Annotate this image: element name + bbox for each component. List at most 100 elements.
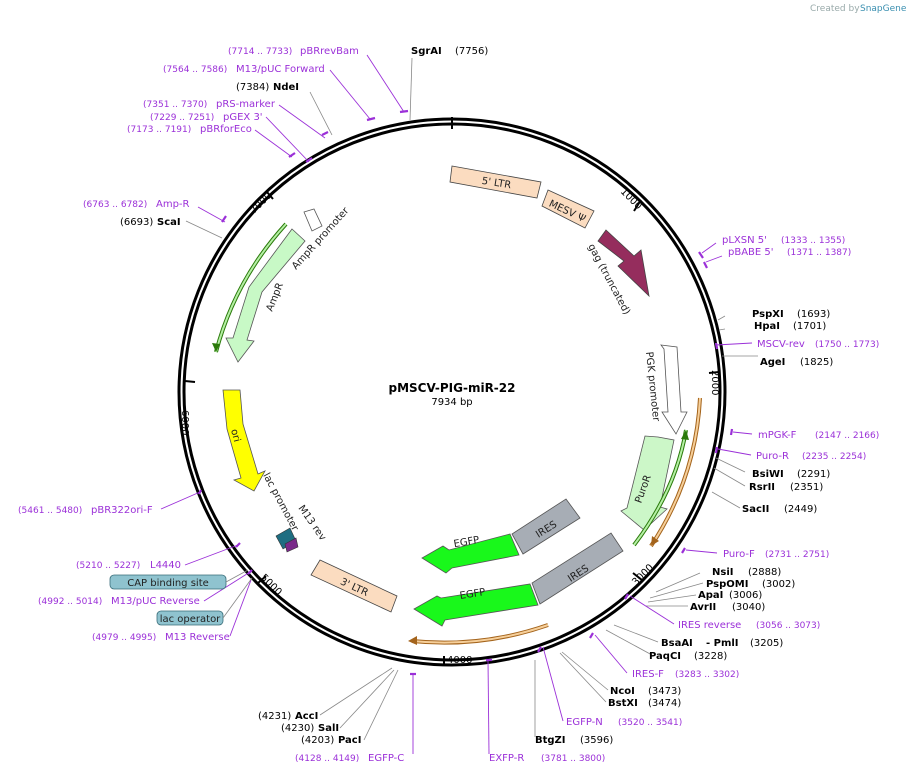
enzyme-apai[interactable]: ApaI (3006) [698,590,762,601]
enzyme-ncoi-name: NcoI [610,686,635,697]
primer-m13puc-reverse-pos: (4992 .. 5014) [38,597,102,607]
enzyme-agei[interactable]: AgeI (1825) [760,357,833,368]
primer-ires-reverse-name: IRES reverse [678,620,741,631]
primer-m13puc-reverse-name: M13/pUC Reverse [111,596,200,607]
enzyme-avrii-name: AvrII [690,602,716,613]
tick-2000: 2000 [709,370,720,395]
enzyme-bsaai-pmli[interactable]: BsaAI - PmlI (3205) [661,638,783,649]
primer-pbr322ori-f[interactable]: (5461 .. 5480) pBR322ori-F [18,505,153,516]
snapgene-brand: SnapGene [860,4,907,14]
enzyme-sacii[interactable]: SacII (2449) [742,504,817,515]
feature-lac-block[interactable]: lac promoter M13 rev [260,471,328,553]
primer-ires-reverse[interactable]: IRES reverse (3056 .. 3073) [678,620,820,631]
primer-egfp-c-pos: (4128 .. 4149) [295,754,359,764]
primer-mpgk-f-name: mPGK-F [758,430,797,441]
enzyme-pmli-pos: (3205) [750,638,783,649]
enzyme-sgrai[interactable]: SgrAI (7756) [411,46,488,57]
primer-mpgk-f[interactable]: mPGK-F (2147 .. 2166) [758,430,879,441]
enzyme-bsiwi-pos: (2291) [797,469,830,480]
enzyme-pspxi[interactable]: PspXI (1693) [752,309,830,320]
enzyme-nsii-name: NsiI [712,567,733,578]
enzyme-sali[interactable]: (4230) SalI [281,723,339,734]
enzyme-paci[interactable]: (4203) PacI [301,735,361,746]
primer-puro-f-pos: (2731 .. 2751) [765,550,829,560]
enzyme-agei-name: AgeI [760,357,785,368]
enzyme-acci[interactable]: (4231) AccI [258,711,318,722]
primer-pbrforeco[interactable]: (7173 .. 7191) pBRforEco [127,124,252,135]
primer-m13-reverse[interactable]: (4979 .. 4995) M13 Reverse [92,632,230,643]
feature-ori[interactable]: ori [222,389,266,492]
primer-pgex3[interactable]: (7229 .. 7251) pGEX 3' [150,112,263,123]
primer-m13puc-forward[interactable]: (7564 .. 7586) M13/pUC Forward [163,64,325,75]
enzyme-hpai-pos: (1701) [793,321,826,332]
enzyme-acci-pos: (4231) [258,711,291,722]
primer-pbrrevbam[interactable]: (7714 .. 7733) pBRrevBam [228,46,359,57]
tick-6000: 6000 [179,410,190,435]
enzyme-bsiwi[interactable]: BsiWI (2291) [752,469,830,480]
primer-m13puc-forward-pos: (7564 .. 7586) [163,65,227,75]
primer-egfp-n-pos: (3520 .. 3541) [618,718,682,728]
primer-plxsn5-pos: (1333 .. 1355) [781,236,845,246]
primer-ires-f[interactable]: IRES-F (3283 .. 3302) [632,669,739,680]
feature-puror[interactable]: PuroR [620,435,675,531]
enzyme-pspomi-pos: (3002) [762,579,795,590]
primer-pgex3-pos: (7229 .. 7251) [150,113,214,123]
enzyme-nsii-pos: (2888) [748,567,781,578]
feature-5ltr[interactable]: 5' LTR [449,165,542,199]
primer-ticks [198,109,734,676]
primer-exfp-r[interactable]: EXFP-R (3781 .. 3800) [489,753,605,764]
enzyme-ncoi-pos: (3473) [648,686,681,697]
primer-plxsn5[interactable]: pLXSN 5' (1333 .. 1355) [722,235,845,246]
primer-prs-marker-pos: (7351 .. 7370) [143,100,207,110]
lac-operator-label: lac operator [160,614,221,625]
enzyme-sacii-pos: (2449) [784,504,817,515]
primer-l4440[interactable]: (5210 .. 5227) L4440 [76,560,181,571]
enzyme-hpai[interactable]: HpaI (1701) [754,321,826,332]
enzyme-bstxi[interactable]: BstXI (3474) [608,698,681,709]
feature-lac-operator[interactable]: lac operator [156,577,253,626]
enzyme-sgrai-name: SgrAI [411,46,442,57]
primer-pbabe5[interactable]: pBABE 5' (1371 .. 1387) [728,247,851,258]
feature-ires-2[interactable]: IRES [531,532,624,605]
feature-pgk-promoter[interactable]: PGK promoter [643,344,688,435]
primer-amp-r-pos: (6763 .. 6782) [83,200,147,210]
primer-egfp-c[interactable]: (4128 .. 4149) EGFP-C [295,753,404,764]
feature-ires-1[interactable]: IRES [511,498,581,555]
primer-pbr322ori-f-name: pBR322ori-F [91,505,153,516]
primer-mscv-rev[interactable]: MSCV-rev (1750 .. 1773) [757,339,879,350]
primer-amp-r[interactable]: (6763 .. 6782) Amp-R [83,199,190,210]
primer-amp-r-name: Amp-R [156,199,190,210]
primer-puro-r[interactable]: Puro-R (2235 .. 2254) [756,451,866,462]
feature-egfp-1[interactable]: EGFP [421,533,520,574]
enzyme-pspxi-name: PspXI [752,309,784,320]
primer-m13puc-reverse[interactable]: (4992 .. 5014) M13/pUC Reverse [38,596,200,607]
primer-egfp-n[interactable]: EGFP-N (3520 .. 3541) [566,717,682,728]
feature-m13rev-label: M13 rev [296,503,328,543]
primer-lines [160,54,753,755]
enzyme-ndei[interactable]: (7384) NdeI [236,82,299,93]
enzyme-apai-name: ApaI [698,590,723,601]
enzyme-ncoi[interactable]: NcoI (3473) [610,686,681,697]
enzyme-agei-pos: (1825) [800,357,833,368]
enzyme-paqci[interactable]: PaqCI (3228) [649,651,727,662]
enzyme-bstxi-name: BstXI [608,698,638,709]
feature-gag[interactable]: gag (truncated) [585,229,650,317]
enzyme-rsrii[interactable]: RsrII (2351) [749,482,823,493]
feature-3ltr[interactable]: 3' LTR [310,559,398,613]
feature-cap-binding-site[interactable]: CAP binding site [109,569,249,590]
primer-pbrforeco-name: pBRforEco [200,124,252,135]
feature-egfp-2[interactable]: EGFP [413,583,539,627]
primer-prs-marker[interactable]: (7351 .. 7370) pRS-marker [143,99,276,110]
enzyme-nsii[interactable]: NsiI (2888) [712,567,781,578]
feature-mesv-psi[interactable]: MESV Ψ [541,189,595,229]
primer-puro-f[interactable]: Puro-F (2731 .. 2751) [723,549,829,560]
primer-egfp-c-name: EGFP-C [368,753,404,764]
enzyme-bstxi-pos: (3474) [648,698,681,709]
enzyme-scai[interactable]: (6693) ScaI [120,217,181,228]
primer-exfp-r-name: EXFP-R [489,753,524,764]
primer-m13puc-forward-name: M13/pUC Forward [236,64,325,75]
enzyme-avrii[interactable]: AvrII (3040) [690,602,765,613]
enzyme-pspomi[interactable]: PspOMI (3002) [706,579,795,590]
enzyme-btgzi[interactable]: BtgZI (3596) [535,735,613,746]
enzyme-paci-pos: (4203) [301,735,334,746]
